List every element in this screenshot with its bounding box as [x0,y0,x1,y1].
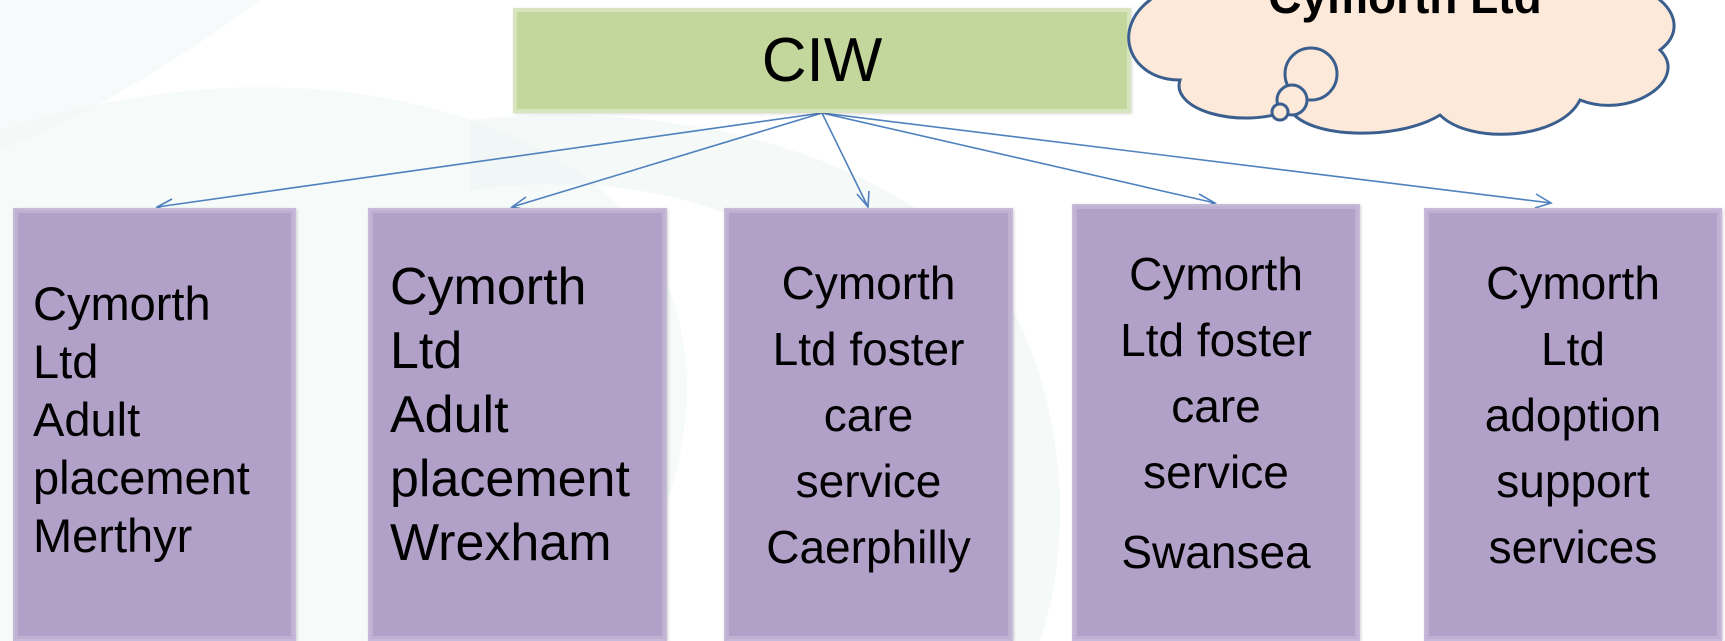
child-node-line: Ltd foster [772,322,965,375]
connector-line [156,112,823,208]
child-node-line: placement [33,450,250,504]
child-node-caerphilly: Cymorth Ltd foster care service Caerphil… [724,208,1013,641]
child-node-line: Cymorth [781,256,956,309]
child-node-swansea: Cymorth Ltd foster care service Swansea [1072,204,1360,641]
child-node-line: Ltd [33,334,99,388]
child-node-line: care [823,388,914,441]
child-node-line: Adult [390,385,509,444]
connector-line [821,112,1552,204]
child-node-line: adoption [1484,388,1662,441]
child-node-line: Ltd [390,321,463,380]
child-node-line: service [795,454,942,507]
connector-line [821,112,1216,204]
child-node-line: Ltd [1541,322,1605,375]
child-node-line: support [1496,454,1650,507]
child-node-wrexham: Cymorth Ltd Adult placement Wrexham [368,208,667,641]
child-node-line: service [1143,445,1289,498]
child-node-line: Merthyr [33,508,193,562]
arrowhead [856,190,870,210]
child-node-adoption-support: Cymorth Ltd adoption support services [1424,208,1722,641]
child-node-line: Adult [33,392,141,446]
thought-bubble-text: Cymorth Ltd [1240,0,1570,20]
child-node-line: services [1488,520,1658,573]
child-node-line: Cymorth [390,257,587,316]
arrowhead [1534,193,1553,209]
connector-line [821,112,869,208]
root-node-ciw: CIW [513,8,1131,113]
child-node-line: Caerphilly [766,520,971,573]
child-node-merthyr: Cymorth Ltd Adult placement Merthyr [13,208,296,641]
child-node-line: Cymorth [33,276,211,330]
root-node-label: CIW [761,25,883,95]
child-node-line: placement [390,449,630,508]
child-node-line: Swansea [1121,525,1311,578]
child-node-line: Wrexham [390,513,612,572]
child-node-line: Cymorth [1486,256,1660,309]
child-node-line: care [1171,379,1261,432]
child-node-line: Ltd foster [1120,313,1312,366]
child-node-line: Cymorth [1129,247,1303,300]
connector-line [511,112,823,208]
